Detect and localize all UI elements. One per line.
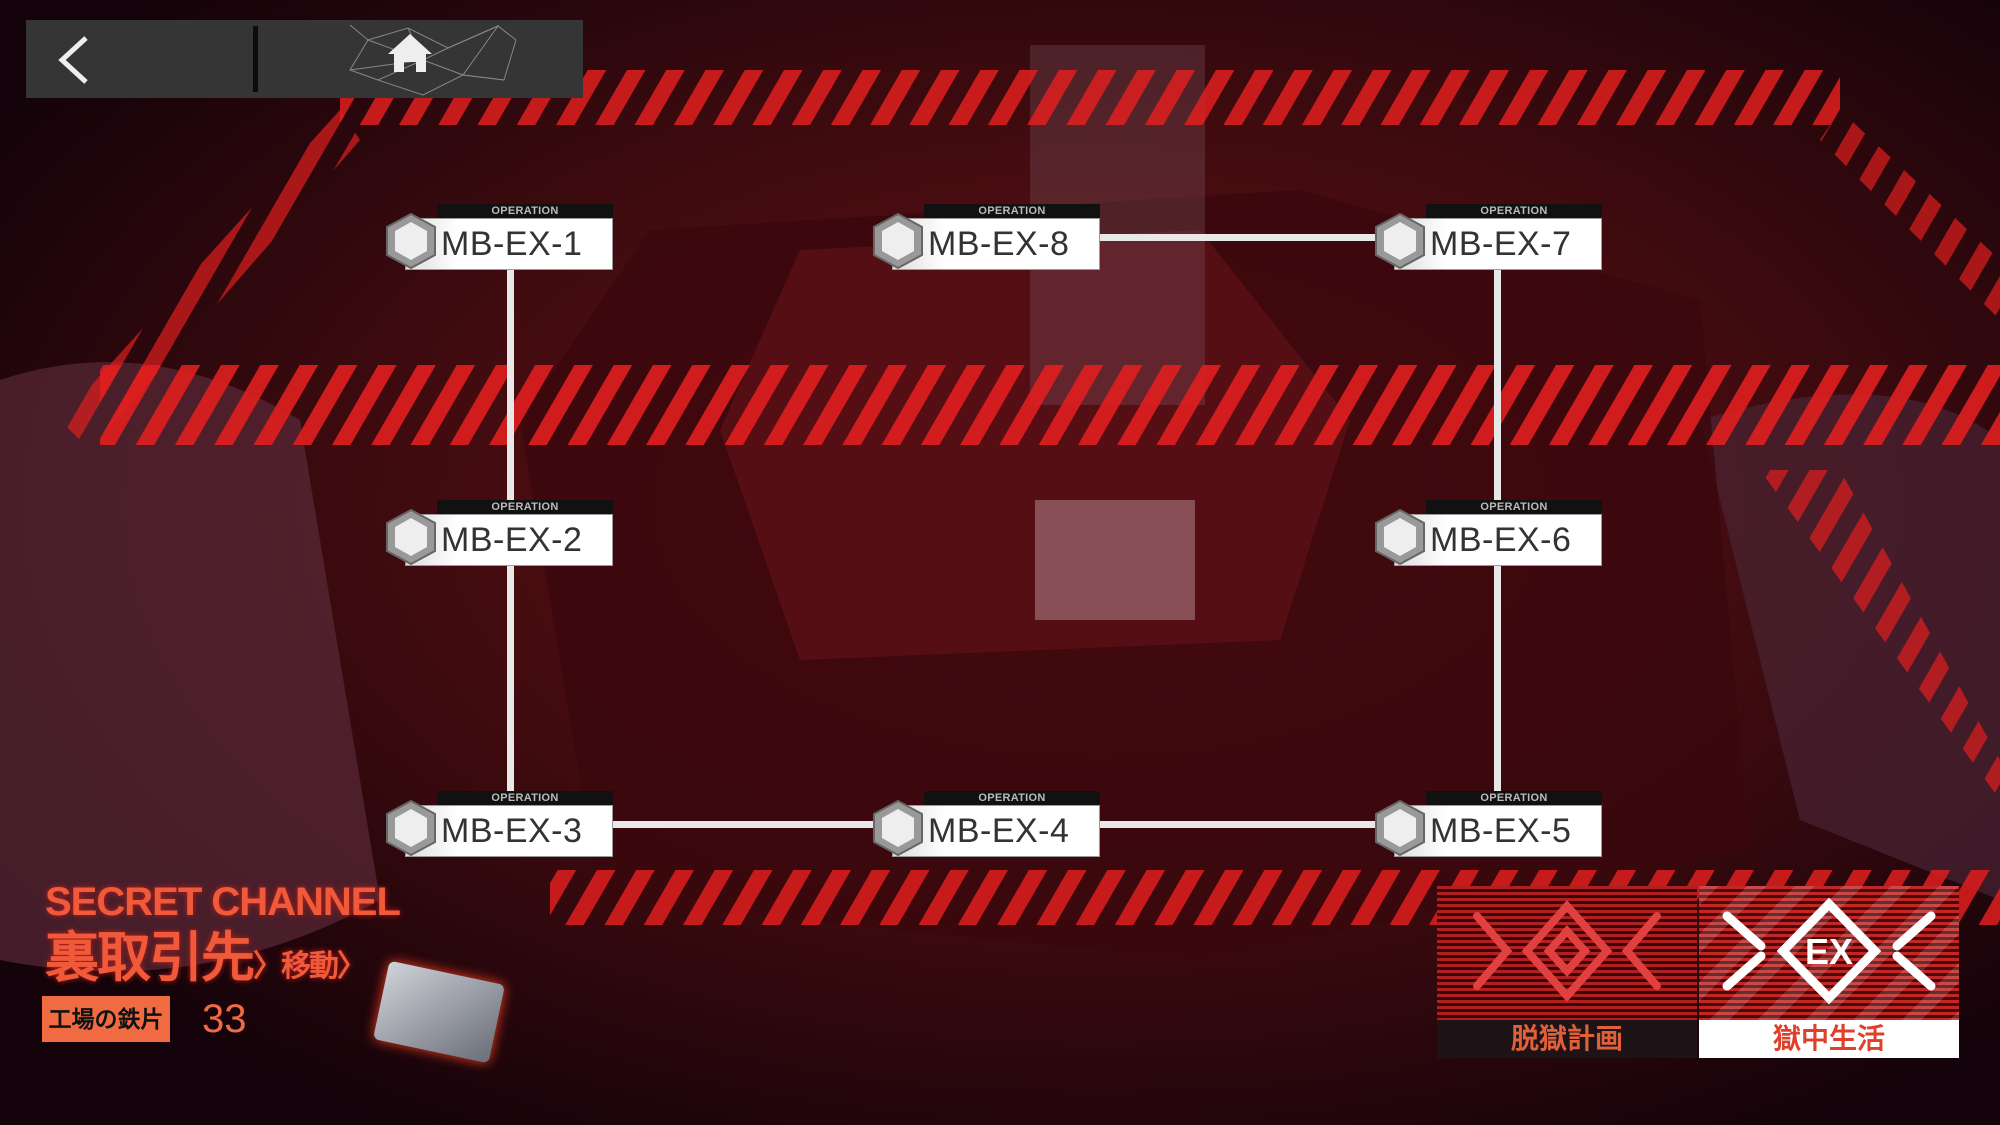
home-button[interactable] <box>258 20 583 98</box>
home-icon <box>349 24 517 96</box>
diamond-emblem-icon <box>1473 899 1661 1003</box>
hexagon-icon <box>1375 799 1425 857</box>
stage-node-mb-ex-2[interactable]: OPERATION MB-EX-2 <box>385 500 613 566</box>
node-header: OPERATION <box>1426 500 1602 514</box>
mode-escape-plan-button[interactable]: 脱獄計画 <box>1437 886 1697 1058</box>
stage-node-mb-ex-1[interactable]: OPERATION MB-EX-1 <box>385 204 613 270</box>
hexagon-icon <box>386 799 436 857</box>
secret-channel-title: SECRET CHANNEL <box>45 880 401 924</box>
stage-node-mb-ex-7[interactable]: OPERATION MB-EX-7 <box>1374 204 1602 270</box>
secret-channel-shop-button[interactable]: SECRET CHANNEL 裏取引先〉移動〉 工場の鉄片 33 <box>30 872 510 1072</box>
node-header: OPERATION <box>924 791 1100 805</box>
node-label: MB-EX-6 <box>1430 521 1572 559</box>
currency-count: 33 <box>202 997 247 1041</box>
mode-prison-life-button[interactable]: EX 獄中生活 <box>1699 886 1959 1058</box>
node-header: OPERATION <box>1426 791 1602 805</box>
hexagon-icon <box>873 799 923 857</box>
hexagon-icon <box>1375 508 1425 566</box>
ex-badge: EX <box>1805 931 1853 972</box>
iron-fragment-icon <box>372 960 506 1064</box>
stage-node-mb-ex-5[interactable]: OPERATION MB-EX-5 <box>1374 791 1602 857</box>
ex-emblem-icon: EX <box>1722 897 1936 1005</box>
node-label: MB-EX-7 <box>1430 225 1572 263</box>
hexagon-icon <box>386 212 436 270</box>
stage-node-mb-ex-3[interactable]: OPERATION MB-EX-3 <box>385 791 613 857</box>
shop-name: 裏取引先 <box>45 928 255 988</box>
node-header: OPERATION <box>437 500 613 514</box>
node-label: MB-EX-5 <box>1430 812 1572 850</box>
top-nav-bar <box>26 20 583 98</box>
secret-channel-subtitle: 裏取引先〉移動〉 <box>45 928 367 988</box>
stage-node-mb-ex-8[interactable]: OPERATION MB-EX-8 <box>872 204 1100 270</box>
node-header: OPERATION <box>924 204 1100 218</box>
node-label: MB-EX-8 <box>928 225 1070 263</box>
back-button[interactable] <box>26 20 254 98</box>
node-label: MB-EX-3 <box>441 812 583 850</box>
node-label: MB-EX-1 <box>441 225 583 263</box>
node-label: MB-EX-4 <box>928 812 1070 850</box>
mode-label: 獄中生活 <box>1699 1020 1959 1058</box>
node-label: MB-EX-2 <box>441 521 583 559</box>
path-8-7 <box>1098 234 1388 241</box>
stage-node-mb-ex-4[interactable]: OPERATION MB-EX-4 <box>872 791 1100 857</box>
stage-node-mb-ex-6[interactable]: OPERATION MB-EX-6 <box>1374 500 1602 566</box>
mode-label: 脱獄計画 <box>1437 1020 1697 1058</box>
hexagon-icon <box>1375 212 1425 270</box>
node-header: OPERATION <box>437 791 613 805</box>
node-header: OPERATION <box>437 204 613 218</box>
currency-label: 工場の鉄片 <box>42 996 170 1042</box>
hexagon-icon <box>873 212 923 270</box>
move-label: 〉移動〉 <box>253 950 367 983</box>
divider <box>253 26 258 92</box>
chevron-left-icon <box>58 36 88 84</box>
hexagon-icon <box>386 508 436 566</box>
node-header: OPERATION <box>1426 204 1602 218</box>
